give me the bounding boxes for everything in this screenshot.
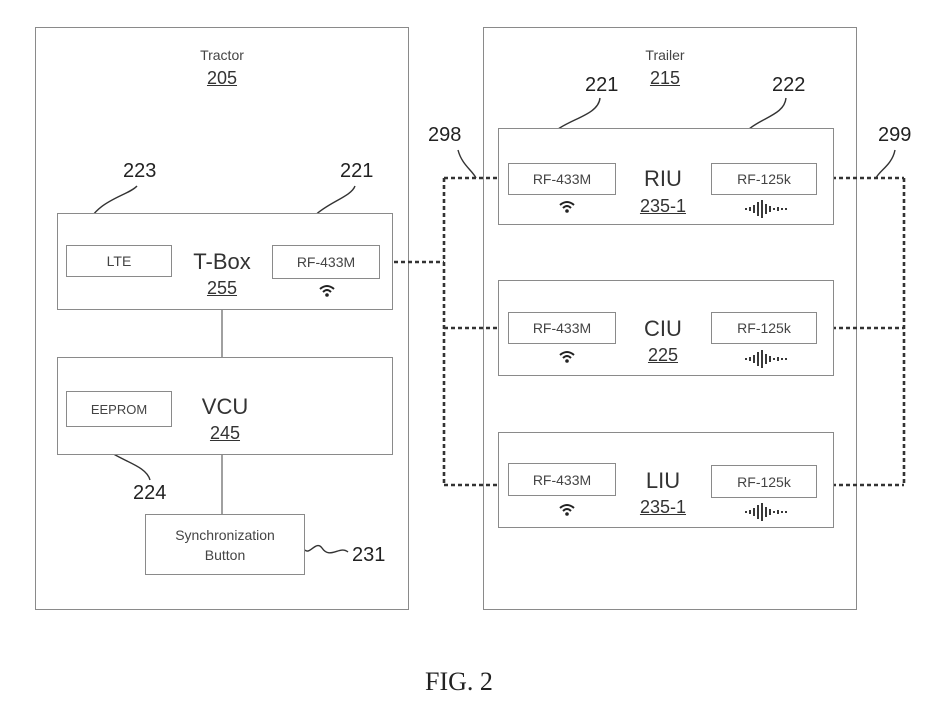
synchronization-button[interactable]: Synchronization Button xyxy=(145,514,305,575)
ciu-rf125-module: RF-125k xyxy=(711,312,817,344)
leader-299 xyxy=(876,150,895,178)
ref-221-riu: 221 xyxy=(585,74,618,97)
leader-231 xyxy=(305,546,348,553)
riu-rf125-label: RF-125k xyxy=(737,171,791,187)
leader-298 xyxy=(458,150,476,178)
liu-rf125-label: RF-125k xyxy=(737,474,791,490)
liu-rf433-label: RF-433M xyxy=(533,472,591,488)
ref-231: 231 xyxy=(352,544,385,567)
sync-button-line2: Button xyxy=(205,545,245,565)
riu-rf125-module: RF-125k xyxy=(711,163,817,195)
trailer-title: Trailer xyxy=(615,47,715,63)
ref-299: 299 xyxy=(878,124,911,147)
liu-title: LIU xyxy=(620,468,706,494)
eeprom-label: EEPROM xyxy=(91,402,147,417)
lte-label: LTE xyxy=(107,253,132,269)
liu-rf433-module: RF-433M xyxy=(508,463,616,496)
ciu-rf433-label: RF-433M xyxy=(533,320,591,336)
trailer-ref: 215 xyxy=(615,68,715,89)
lf-signal-icon xyxy=(744,503,790,521)
tbox-rf433-module: RF-433M xyxy=(272,245,380,279)
tractor-ref: 205 xyxy=(172,68,272,89)
ciu-title: CIU xyxy=(620,316,706,342)
liu-rf125-module: RF-125k xyxy=(711,465,817,498)
bus-298 xyxy=(380,178,508,485)
tbox-rf433-label: RF-433M xyxy=(297,254,355,270)
ref-221-tbox: 221 xyxy=(340,160,373,183)
wifi-icon xyxy=(558,503,576,517)
lf-signal-icon xyxy=(744,350,790,368)
riu-title: RIU xyxy=(620,166,706,192)
riu-rf433-module: RF-433M xyxy=(508,163,616,195)
lte-module: LTE xyxy=(66,245,172,277)
tbox-ref: 255 xyxy=(176,278,268,299)
vcu-title: VCU xyxy=(185,394,265,420)
wifi-icon xyxy=(558,350,576,364)
vcu-ref: 245 xyxy=(185,423,265,444)
ciu-rf125-label: RF-125k xyxy=(737,320,791,336)
liu-ref: 235-1 xyxy=(620,497,706,518)
riu-rf433-label: RF-433M xyxy=(533,171,591,187)
tbox-title: T-Box xyxy=(176,249,268,275)
wifi-icon xyxy=(318,284,336,298)
ciu-rf433-module: RF-433M xyxy=(508,312,616,344)
ref-298: 298 xyxy=(428,124,461,147)
eeprom-module: EEPROM xyxy=(66,391,172,427)
ref-222: 222 xyxy=(772,74,805,97)
ref-224: 224 xyxy=(133,482,166,505)
figure-caption: FIG. 2 xyxy=(425,667,493,697)
tractor-title: Tractor xyxy=(172,47,272,63)
wifi-icon xyxy=(558,200,576,214)
riu-ref: 235-1 xyxy=(620,196,706,217)
ref-223: 223 xyxy=(123,160,156,183)
lf-signal-icon xyxy=(744,200,790,218)
ciu-ref: 225 xyxy=(620,345,706,366)
sync-button-line1: Synchronization xyxy=(175,525,275,545)
